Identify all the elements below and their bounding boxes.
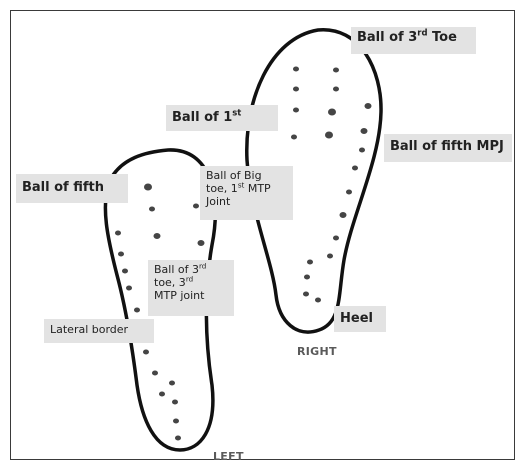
sensor-dot	[333, 236, 339, 241]
label-ball-of-3rd-toe-right: Ball of 3rd Toe	[351, 27, 476, 54]
label-text: toe, 1	[206, 182, 238, 195]
sensor-dot	[143, 350, 149, 355]
label-text: MTP	[244, 182, 270, 195]
label-line: toe, 1st MTP	[206, 183, 287, 196]
sensor-dot	[134, 308, 140, 313]
label-text: toe, 3	[154, 276, 186, 289]
sensor-dot	[159, 392, 165, 397]
sensor-dot	[315, 298, 321, 303]
sensor-dot	[359, 148, 365, 153]
label-text: Heel	[340, 311, 373, 326]
label-superscript: st	[232, 108, 241, 118]
sensor-dot	[291, 135, 297, 140]
sensor-dot	[325, 132, 333, 139]
foot-name-right: RIGHT	[297, 345, 337, 358]
label-superscript: rd	[186, 274, 193, 283]
sensor-dot	[198, 240, 205, 246]
sensor-dot	[193, 204, 199, 209]
sensor-dot	[169, 381, 175, 386]
label-line: MTP joint	[154, 290, 228, 303]
sensor-dot	[352, 166, 358, 171]
label-text: Ball of fifth MPJ	[390, 139, 504, 154]
label-superscript: rd	[417, 28, 427, 38]
sensor-dot	[333, 87, 339, 92]
sensor-dot	[152, 371, 158, 376]
label-line: Joint	[206, 196, 287, 209]
label-heel-right: Heel	[334, 306, 386, 332]
label-ball-of-1st-right: Ball of 1st	[166, 105, 278, 131]
sensor-dot	[304, 275, 310, 280]
sensor-dot	[303, 292, 309, 297]
sensor-dot	[293, 108, 299, 113]
right-foot-sensors	[291, 67, 372, 303]
sensor-dot	[122, 269, 128, 274]
sensor-dot	[361, 128, 368, 134]
sensor-dot	[175, 436, 181, 441]
sensor-dot	[144, 184, 152, 191]
sensor-dot	[340, 212, 347, 218]
sensor-dot	[149, 207, 155, 212]
sensor-dot	[333, 68, 339, 73]
sensor-dot	[346, 190, 352, 195]
label-ball-of-3rd-toe-left: Ball of 3rd toe, 3rd MTP joint	[148, 260, 234, 316]
sensor-dot	[126, 286, 132, 291]
sensor-dot	[307, 260, 313, 265]
sensor-dot	[327, 254, 333, 259]
label-text: Ball of 3	[357, 30, 417, 45]
label-line: toe, 3rd	[154, 277, 228, 290]
sensor-dot	[293, 87, 299, 92]
label-ball-of-fifth-left: Ball of fifth	[16, 174, 128, 203]
sensor-dot	[172, 400, 178, 405]
sensor-dot	[365, 103, 372, 109]
label-text: Toe	[427, 30, 456, 45]
label-ball-of-big-toe-left: Ball of Big toe, 1st MTP Joint	[200, 166, 293, 220]
sensor-dot	[173, 419, 179, 424]
foot-name-left: LEFT	[213, 450, 244, 463]
sensor-dot	[154, 233, 161, 239]
label-text: Ball of fifth	[22, 180, 104, 195]
sensor-dot	[118, 252, 124, 257]
sensor-dot	[328, 109, 336, 116]
label-lateral-border-left: Lateral border	[44, 319, 154, 343]
label-text: Lateral border	[50, 323, 128, 336]
sensor-dot	[115, 231, 121, 236]
label-text: Ball of 1	[172, 110, 232, 125]
sensor-dot	[293, 67, 299, 72]
label-ball-of-fifth-mpj-right: Ball of fifth MPJ	[384, 134, 512, 162]
label-superscript: rd	[199, 261, 206, 270]
